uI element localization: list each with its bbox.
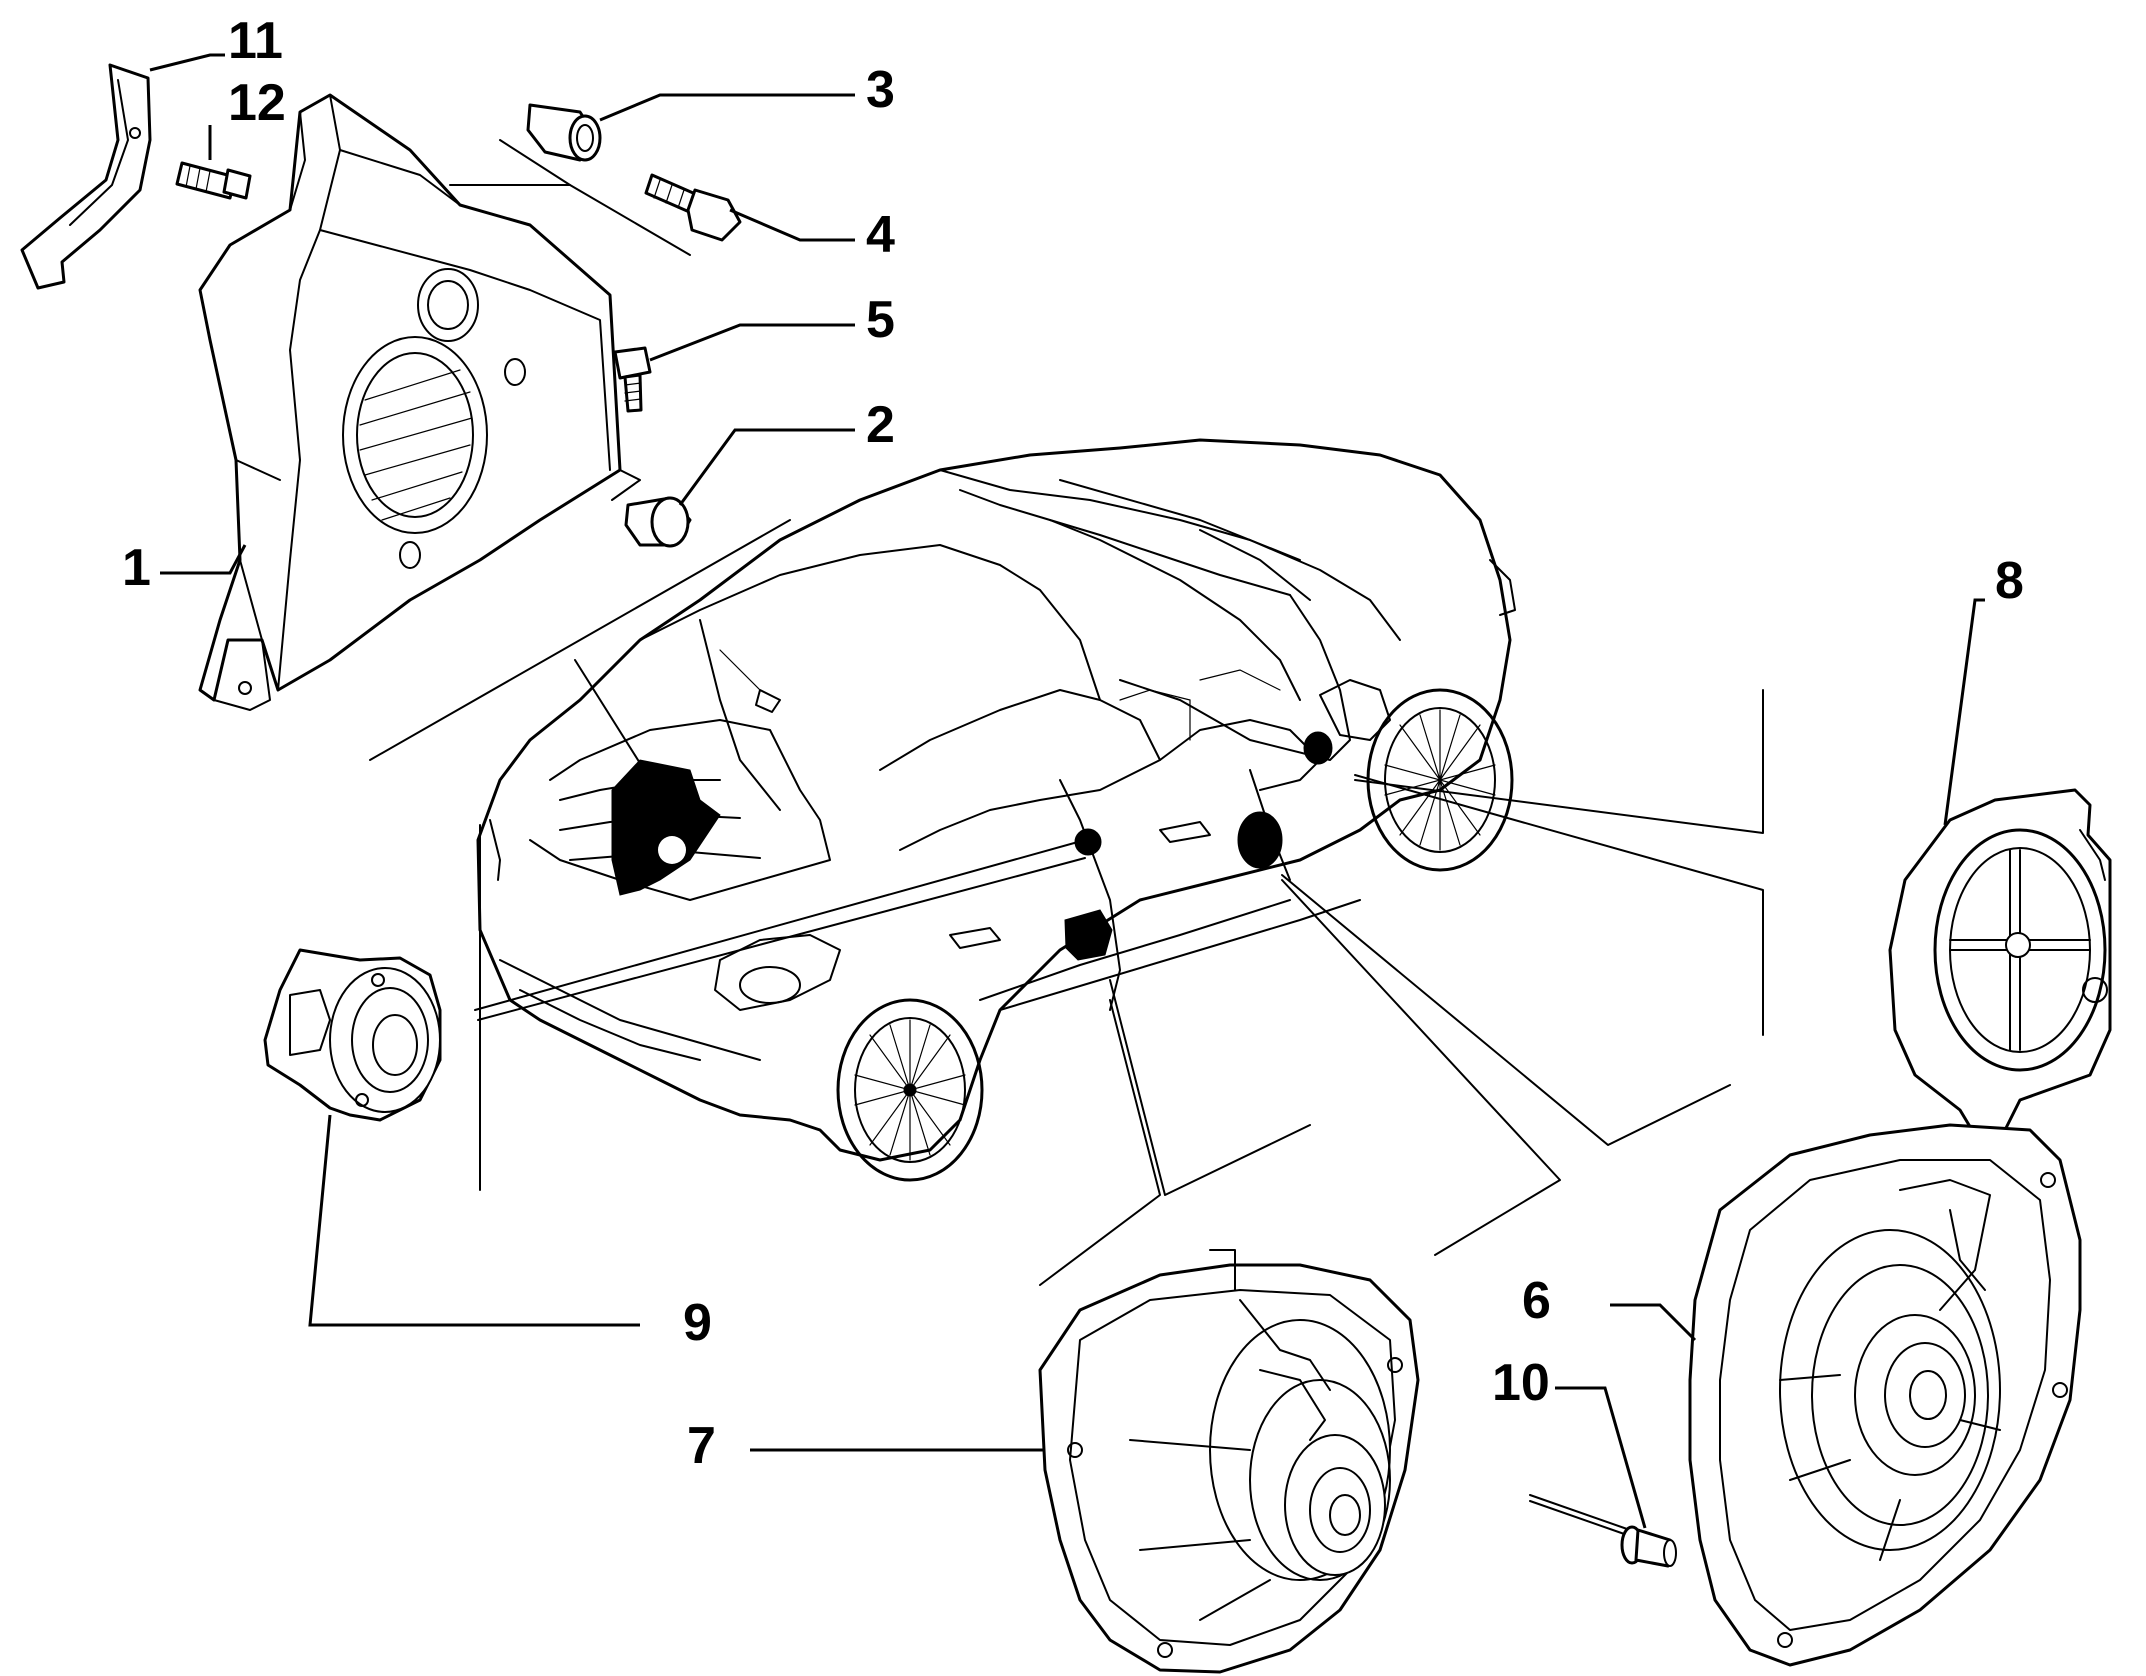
callout-7: 7 xyxy=(687,1417,716,1475)
callout-6: 6 xyxy=(1522,1272,1551,1330)
part-9-tweeter xyxy=(263,948,442,1122)
callout-11: 11 xyxy=(228,12,283,70)
part-7-large-speaker xyxy=(1038,1249,1420,1674)
part-4-bolt xyxy=(644,173,742,242)
callout-8: 8 xyxy=(1995,552,2024,610)
part-6-large-speaker xyxy=(1688,1123,2082,1667)
part-12-screw xyxy=(175,161,252,200)
part-3-bushing xyxy=(526,103,602,162)
callout-3: 3 xyxy=(866,61,895,119)
callout-10: 10 xyxy=(1492,1354,1550,1412)
callout-12: 12 xyxy=(228,74,286,132)
assembly-lines xyxy=(369,139,1764,1286)
car-outline xyxy=(476,438,1516,1182)
callout-1: 1 xyxy=(122,539,151,597)
callout-4: 4 xyxy=(866,206,895,264)
callout-5: 5 xyxy=(866,291,895,349)
callout-9: 9 xyxy=(683,1294,712,1352)
part-5-screw xyxy=(613,346,652,413)
part-8-speaker-frame xyxy=(1888,788,2112,1142)
callout-2: 2 xyxy=(866,396,895,454)
part-10-rivet xyxy=(1529,1494,1677,1568)
callout-labels: 11 12 3 4 5 2 1 8 9 6 10 7 xyxy=(122,12,2024,1475)
part-2-cap xyxy=(624,496,692,548)
part-1-speaker-housing xyxy=(198,93,641,711)
leader-lines xyxy=(149,53,1985,1529)
part-11-bracket xyxy=(20,63,152,290)
